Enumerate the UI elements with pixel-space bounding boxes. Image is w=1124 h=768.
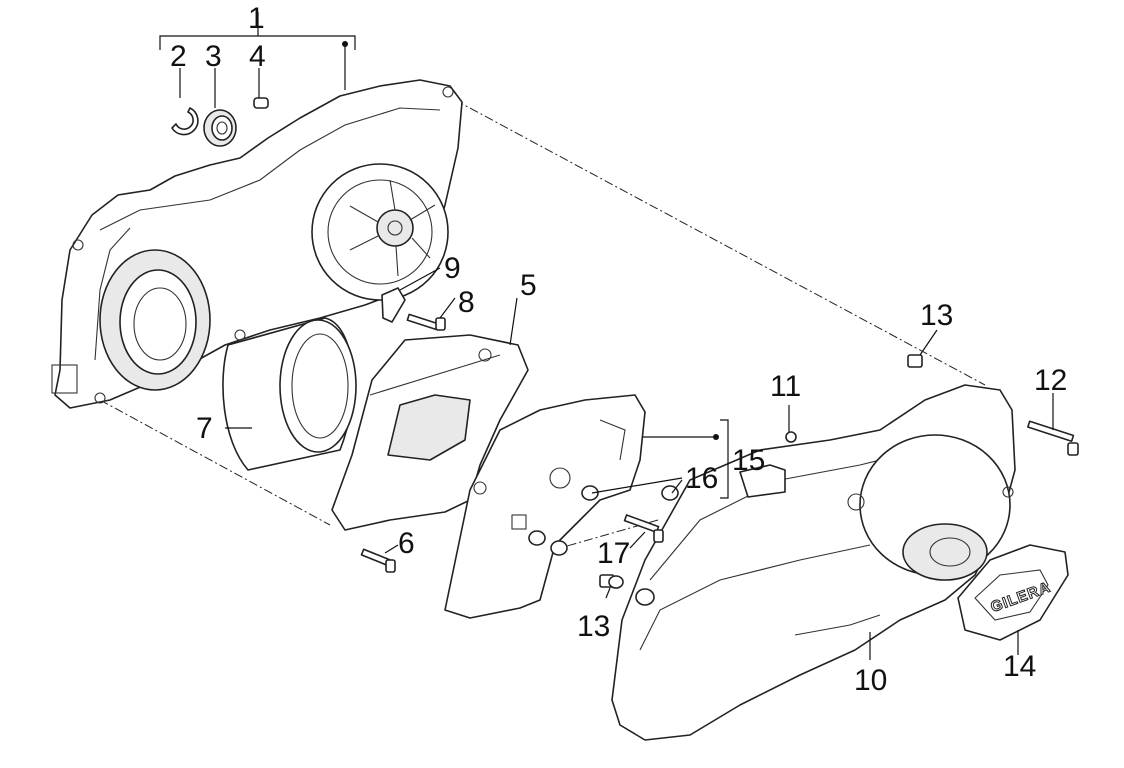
outer-transmission-cover: [611, 384, 1016, 741]
callout-5: 5: [520, 269, 537, 302]
callout-labels: 1 2 3 4 5 6 7 8 9 10 11 12 13 13 14 15 1…: [170, 2, 1067, 697]
callout-8: 8: [458, 286, 475, 319]
leader-lines: [159, 12, 1054, 660]
bearing-icon: [203, 109, 237, 147]
callout-4: 4: [249, 40, 266, 73]
intake-cover: [331, 334, 529, 531]
callout-14: 14: [1003, 650, 1036, 683]
washer-icon: [528, 485, 679, 606]
callout-11: 11: [770, 370, 801, 403]
callout-15: 15: [732, 444, 765, 477]
callout-7: 7: [196, 412, 213, 445]
dowel-pin-icon: [253, 97, 269, 109]
callout-6: 6: [398, 527, 415, 560]
callout-13-lower: 13: [577, 610, 610, 643]
screw-icon: [360, 287, 1079, 588]
callout-1: 1: [248, 2, 265, 35]
callout-12: 12: [1034, 364, 1067, 397]
air-filter-bracket: [444, 394, 646, 619]
cover-badge: GILERA: [957, 544, 1069, 641]
air-duct-sleeve: [222, 317, 357, 471]
circlip-icon: [171, 107, 199, 136]
callout-13-upper: 13: [920, 299, 953, 332]
callout-10: 10: [854, 664, 887, 697]
callout-17: 17: [597, 537, 630, 570]
inner-transmission-cover: [51, 79, 463, 409]
callout-9: 9: [444, 252, 461, 285]
callout-16: 16: [685, 462, 718, 495]
callout-3: 3: [205, 40, 222, 73]
callout-2: 2: [170, 40, 187, 73]
